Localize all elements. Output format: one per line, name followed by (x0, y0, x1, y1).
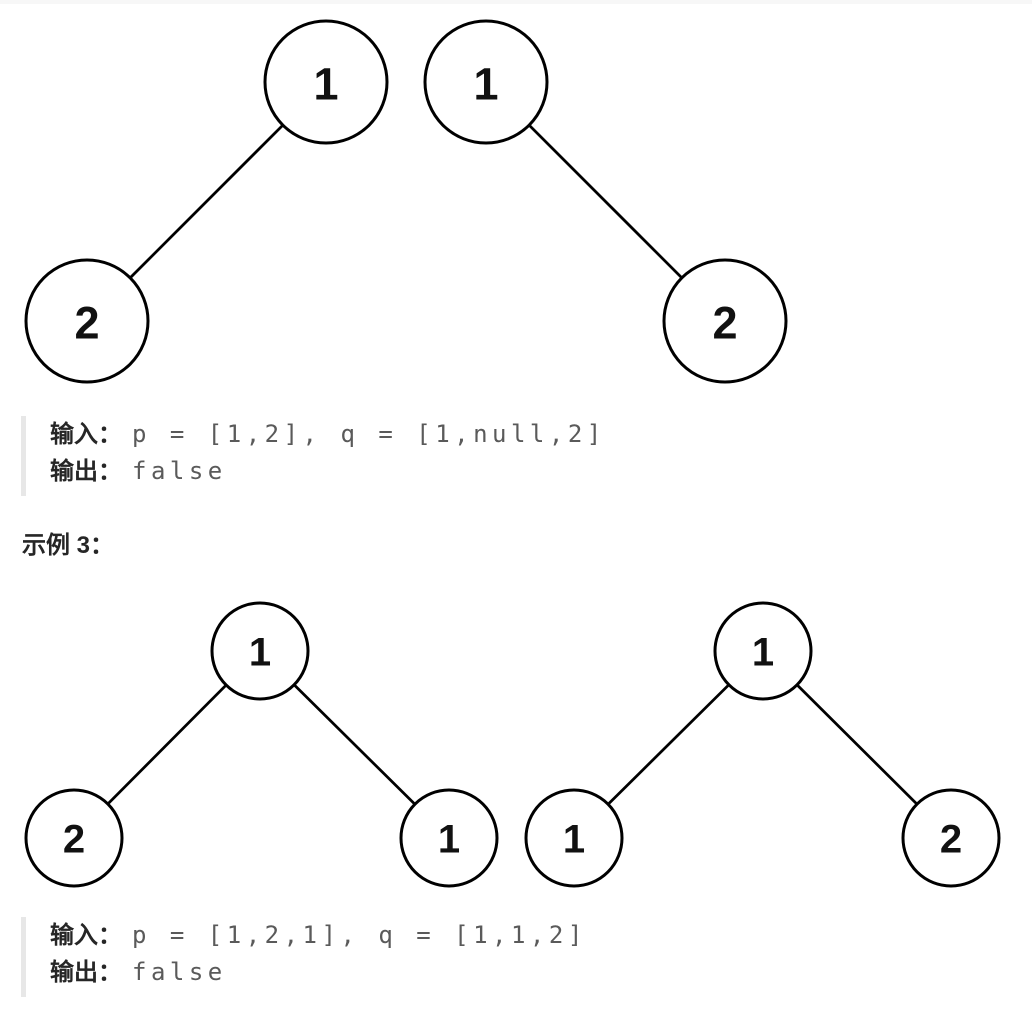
output-label: 输出： (50, 959, 122, 986)
tree-node-circle (901, 788, 1001, 888)
tree-node-circle (423, 19, 549, 145)
output-label: 输出： (50, 458, 122, 485)
tree-node-circle (662, 258, 788, 384)
tree-node-label: 2 (712, 297, 737, 348)
example2-io-block: 输入： p = [1,2], q = [1,null,2] 输出： false (21, 416, 641, 496)
tree-p: 12 (24, 19, 389, 384)
tree-q: 12 (423, 19, 788, 384)
tree-node-label: 2 (63, 818, 85, 862)
example3-io-block: 输入： p = [1,2,1], q = [1,1,2] 输出： false (21, 917, 641, 997)
tree-node-label: 1 (473, 58, 498, 109)
tree-node-label: 1 (438, 818, 460, 862)
input-value: p = [1,2,1], q = [1,1,2] (132, 921, 587, 949)
tree-q: 1 1 2 (524, 601, 1001, 888)
tree-node-circle (24, 788, 124, 888)
tree-node-circle (24, 258, 150, 384)
top-divider (0, 0, 1032, 4)
tree-node-label: 1 (313, 58, 338, 109)
input-line: 输入： p = [1,2,1], q = [1,1,2] (50, 917, 641, 954)
example3-heading: 示例 3： (22, 532, 115, 559)
tree-node-label: 2 (940, 818, 962, 862)
tree-node-circle (263, 19, 389, 145)
output-line: 输出： false (50, 453, 641, 490)
input-label: 输入： (50, 421, 122, 448)
tree-node-label: 1 (752, 631, 774, 675)
tree-p: 1 2 1 (24, 601, 499, 888)
example3-tree-diagram: 1 2 1 1 1 2 (24, 601, 1001, 888)
input-label: 输入： (50, 922, 122, 949)
tree-node-circle (210, 601, 310, 701)
tree-node-circle (524, 788, 624, 888)
output-value: false (132, 958, 227, 986)
tree-node-label: 1 (563, 818, 585, 862)
input-value: p = [1,2], q = [1,null,2] (132, 420, 606, 448)
input-line: 输入： p = [1,2], q = [1,null,2] (50, 416, 641, 453)
output-value: false (132, 457, 227, 485)
tree-node-circle (399, 788, 499, 888)
tree-node-label: 1 (249, 631, 271, 675)
tree-node-circle (713, 601, 813, 701)
output-line: 输出： false (50, 954, 641, 991)
tree-node-label: 2 (74, 297, 99, 348)
